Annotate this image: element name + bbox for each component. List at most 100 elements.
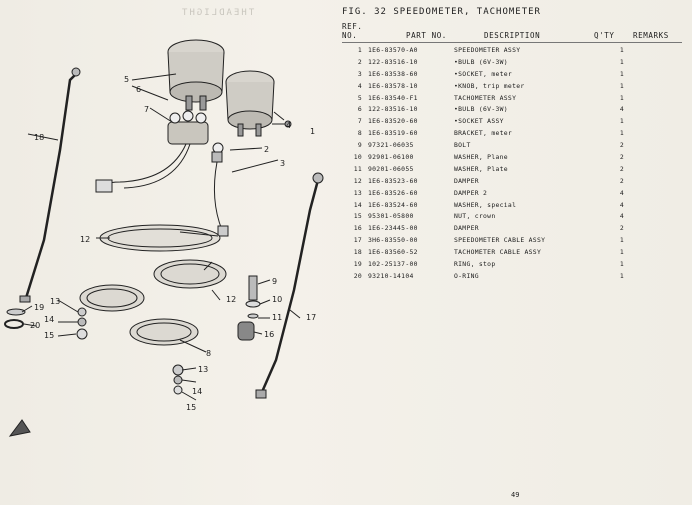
- row-quantity: 1: [619, 45, 624, 54]
- row-ref-no: 13: [353, 188, 362, 197]
- callout-2: 2: [264, 145, 269, 154]
- row-part-no: 97321-06035: [368, 141, 414, 150]
- callout-12a: 12: [80, 235, 90, 244]
- col-ref-header-line2: NO.: [342, 31, 358, 40]
- row-ref-no: 1: [357, 45, 362, 54]
- row-part-no: 1E6-83524-60: [368, 200, 418, 209]
- callout-10: 10: [272, 295, 282, 304]
- row-description: WASHER, Plate: [454, 164, 508, 173]
- page-number: 49: [511, 491, 520, 499]
- table-row: 3 1E6-83538-60 •SOCKET, meter 1: [340, 68, 624, 80]
- row-description: •SOCKET ASSY: [454, 117, 504, 126]
- row-description: WASHER, Plane: [454, 152, 508, 161]
- row-quantity: 4: [619, 105, 624, 114]
- socket-assy-drawing: [95, 110, 209, 193]
- row-description: •BULB (6V-3W): [454, 57, 508, 66]
- row-ref-no: 18: [353, 248, 362, 257]
- col-ref-header-line1: REF.: [342, 22, 363, 31]
- row-quantity: 2: [619, 141, 624, 150]
- lower-fasteners-left-drawing: [76, 307, 184, 395]
- row-part-no: 1E6-83560-52: [368, 248, 418, 257]
- row-part-no: 93210-14104: [368, 271, 414, 280]
- callout-15a: 15: [44, 331, 54, 340]
- bolt-damper-stack-drawing: [237, 275, 261, 341]
- tachometer-cable-drawing: [19, 67, 81, 303]
- row-quantity: 1: [619, 259, 624, 268]
- callout-11: 11: [272, 313, 282, 322]
- row-description: RING, stop: [454, 259, 496, 268]
- figure-title: FIG. 32 SPEEDOMETER, TACHOMETER: [342, 7, 541, 17]
- speedometer-cable-drawing: [255, 172, 324, 399]
- row-ref-no: 20: [353, 271, 362, 280]
- row-quantity: 2: [619, 176, 624, 185]
- table-row: 7 1E6-83520-60 •SOCKET ASSY 1: [340, 115, 624, 127]
- row-part-no: 1E6-83520-60: [368, 117, 418, 126]
- row-description: TACHOMETER ASSY: [454, 93, 517, 102]
- row-quantity: 4: [619, 212, 624, 221]
- exploded-parts-diagram: 5 6 7 4 2 3 1 18 12 12 9 10 11 16 17 8 1…: [4, 39, 324, 437]
- row-description: DAMPER: [454, 176, 479, 185]
- row-part-no: 3H6-83550-00: [368, 236, 418, 245]
- callout-15b: 15: [186, 403, 196, 412]
- row-ref-no: 9: [357, 141, 362, 150]
- bulb-socket-drawing: [211, 142, 229, 237]
- row-ref-no: 12: [353, 176, 362, 185]
- callout-20: 20: [30, 321, 40, 330]
- row-part-no: 1E6-83538-60: [368, 69, 418, 78]
- col-ref-header: REF. NO.: [342, 22, 362, 40]
- row-quantity: 1: [619, 69, 624, 78]
- row-description: BOLT: [454, 141, 471, 150]
- row-ref-no: 14: [353, 200, 362, 209]
- row-quantity: 1: [619, 57, 624, 66]
- row-description: NUT, crown: [454, 212, 496, 221]
- row-quantity: 2: [619, 224, 624, 233]
- diagram-callouts: 5 6 7 4 2 3 1 18 12 12 9 10 11 16 17 8 1…: [30, 75, 316, 412]
- callout-3: 3: [280, 159, 285, 168]
- row-description: •SOCKET, meter: [454, 69, 513, 78]
- row-ref-no: 7: [357, 117, 362, 126]
- callout-1: 1: [310, 127, 315, 136]
- row-quantity: 1: [619, 81, 624, 90]
- callout-9: 9: [272, 277, 277, 286]
- table-row: 9 97321-06035 BOLT 2: [340, 139, 624, 151]
- row-description: WASHER, special: [454, 200, 517, 209]
- row-quantity: 2: [619, 164, 624, 173]
- speedometer-gauge-drawing: [167, 39, 225, 111]
- row-ref-no: 16: [353, 224, 362, 233]
- row-description: •BULB (6V-3W): [454, 105, 508, 114]
- row-ref-no: 10: [353, 152, 362, 161]
- row-part-no: 1E6-83526-60: [368, 188, 418, 197]
- row-part-no: 1E6-23445-00: [368, 224, 418, 233]
- callout-18: 18: [34, 133, 44, 142]
- callout-14a: 14: [44, 315, 54, 324]
- row-ref-no: 17: [353, 236, 362, 245]
- header-rule: [342, 42, 682, 43]
- tachometer-gauge-drawing: [225, 70, 275, 137]
- row-quantity: 1: [619, 248, 624, 257]
- row-quantity: 1: [619, 93, 624, 102]
- row-ref-no: 4: [357, 81, 362, 90]
- row-ref-no: 3: [357, 69, 362, 78]
- row-part-no: 122-83516-10: [368, 105, 418, 114]
- row-quantity: 2: [619, 152, 624, 161]
- row-quantity: 1: [619, 117, 624, 126]
- col-remarks-header: REMARKS: [633, 31, 669, 40]
- callout-6: 6: [136, 85, 141, 94]
- callout-8: 8: [206, 349, 211, 358]
- row-part-no: 1E6-83523-60: [368, 176, 418, 185]
- callout-7: 7: [144, 105, 149, 114]
- row-quantity: 4: [619, 188, 624, 197]
- callout-13b: 13: [198, 365, 208, 374]
- callout-14b: 14: [192, 387, 202, 396]
